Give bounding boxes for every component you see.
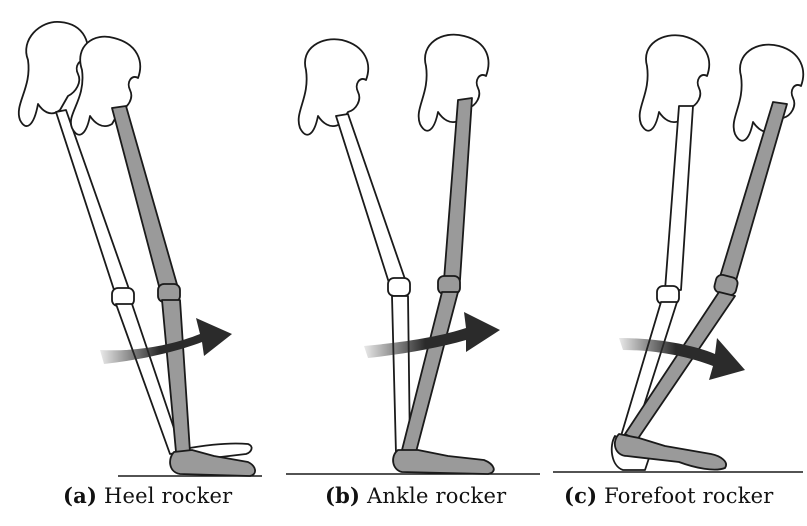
ankle-rocker-illustration — [278, 0, 543, 480]
forefoot-rocker-illustration — [545, 0, 807, 480]
trailing-leg — [299, 39, 410, 454]
caption-heel-rocker: (a) Heel rocker — [63, 483, 232, 508]
trailing-hip-joint — [640, 35, 710, 131]
caption-text: Heel rocker — [104, 484, 232, 508]
leading-hip-joint — [419, 35, 489, 131]
caption-text: Forefoot rocker — [604, 484, 773, 508]
trailing-hip-joint — [299, 39, 369, 135]
caption-tag: (a) — [63, 483, 97, 508]
leading-foot — [393, 450, 494, 474]
leading-thigh — [112, 106, 178, 290]
heel-rocker-illustration — [0, 0, 270, 480]
trailing-knee — [388, 278, 410, 296]
trailing-thigh — [336, 114, 406, 286]
caption-ankle-rocker: (b) Ankle rocker — [325, 483, 506, 508]
trailing-leg — [19, 22, 252, 464]
caption-tag: (c) — [564, 483, 597, 508]
trailing-thigh — [665, 106, 693, 290]
panel-forefoot-rocker: (c) Forefoot rocker — [545, 0, 807, 480]
leading-thigh — [719, 102, 787, 284]
leading-shank — [402, 292, 458, 452]
trailing-thigh — [56, 110, 130, 296]
leading-thigh — [444, 98, 472, 280]
caption-text: Ankle rocker — [367, 484, 506, 508]
caption-tag: (b) — [325, 483, 360, 508]
panel-ankle-rocker: (b) Ankle rocker — [278, 0, 543, 480]
caption-forefoot-rocker: (c) Forefoot rocker — [564, 483, 774, 508]
panel-heel-rocker: (a) Heel rocker — [0, 0, 270, 480]
